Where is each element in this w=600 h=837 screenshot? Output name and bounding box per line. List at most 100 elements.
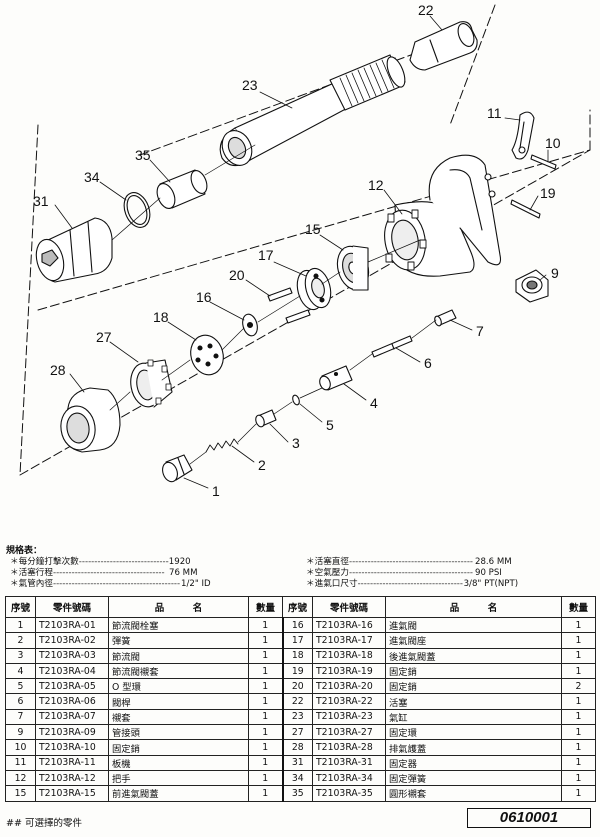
cell-part-number: T2103RA-06 [35, 693, 109, 710]
cell-qty: 1 [248, 678, 283, 695]
header-qty: 數量 [561, 596, 596, 618]
cell-part-name: 固定器 [385, 754, 562, 771]
callout-23: 23 [242, 77, 258, 93]
callout-31: 31 [33, 193, 49, 209]
cell-seq: 17 [281, 632, 313, 649]
cell-qty: 1 [561, 739, 596, 756]
cell-qty: 1 [561, 662, 596, 680]
spec-value: 90 PSI [474, 568, 502, 578]
cell-part-number: T2103RA-03 [35, 647, 109, 664]
cell-part-number: T2103RA-22 [312, 693, 386, 710]
cell-qty: 1 [561, 693, 596, 710]
cell-qty: 1 [248, 769, 283, 787]
callout-16: 16 [196, 289, 212, 305]
cell-seq: 18 [281, 647, 313, 664]
cell-seq: 15 [5, 785, 36, 802]
cell-part-name: O 型環 [108, 678, 249, 695]
cell-seq: 22 [281, 693, 313, 710]
callout-34: 34 [84, 169, 100, 185]
cell-part-number: T2103RA-09 [35, 724, 109, 741]
spec-blows-per-minute: ＊每分鐘打擊次數 ------------------------------1… [10, 557, 191, 567]
callout-11: 11 [487, 105, 502, 121]
callout-22: 22 [418, 2, 434, 18]
callout-9: 9 [551, 265, 559, 281]
cell-part-name: 固定環 [385, 724, 562, 741]
spec-label: ＊活塞直徑 [306, 557, 349, 567]
cell-part-number: T2103RA-18 [312, 647, 386, 664]
part-15-front-cap [336, 245, 370, 291]
cell-part-name: 管接頭 [108, 724, 249, 741]
cell-qty: 1 [561, 769, 596, 787]
part-6-valve-stem [371, 335, 413, 358]
part-23-cylinder [219, 54, 406, 167]
cell-qty: 1 [248, 739, 283, 756]
cell-part-name: 節流閥 [108, 647, 249, 664]
cell-part-name: 襯套 [108, 708, 249, 726]
cell-part-name: 前進氣閥蓋 [108, 785, 249, 802]
cell-part-name: 固定銷 [108, 739, 249, 756]
cell-part-number: T2103RA-07 [35, 708, 109, 726]
cell-seq: 28 [281, 739, 313, 756]
cell-qty: 1 [561, 616, 596, 634]
cell-qty: 2 [561, 678, 596, 695]
callout-28: 28 [50, 362, 66, 378]
callout-4: 4 [370, 395, 378, 411]
cell-part-number: T2103RA-01 [35, 616, 109, 634]
header-seq: 序號 [5, 596, 36, 618]
document-number: 0610001 [467, 808, 591, 828]
cell-seq: 3 [5, 647, 36, 664]
part-16-valve [242, 313, 258, 337]
specs-title: 規格表： [6, 546, 43, 556]
cell-seq: 11 [5, 754, 36, 771]
cell-seq: 34 [281, 769, 313, 787]
spec-label: ＊活塞行程 [10, 568, 53, 578]
header-part-name: 品 名 [108, 596, 249, 618]
axis-lines [109, 144, 437, 465]
part-22-piston [409, 21, 478, 71]
callout-15: 15 [305, 221, 321, 237]
spec-value: 28.6 MM [474, 557, 512, 567]
part-17-valve-seat [296, 267, 332, 311]
part-10-pin [530, 154, 557, 170]
callout-17: 17 [258, 247, 274, 263]
cell-seq: 23 [281, 708, 313, 726]
cell-seq: 19 [281, 662, 313, 680]
part-1-plug [162, 454, 193, 483]
cell-seq: 31 [281, 754, 313, 771]
cell-seq: 9 [5, 724, 36, 741]
cell-qty: 1 [248, 754, 283, 771]
cell-seq: 12 [5, 769, 36, 787]
part-12-handle [384, 154, 502, 277]
part-2-spring [205, 438, 239, 453]
cell-qty: 1 [248, 724, 283, 741]
callout-18: 18 [153, 309, 169, 325]
part-4-bushing [319, 365, 353, 391]
cell-part-number: T2103RA-20 [312, 678, 386, 695]
spec-label: ＊每分鐘打擊次數 [10, 557, 79, 567]
leader-lines [54, 15, 549, 489]
cell-part-name: 進氣閥 [385, 616, 562, 634]
spec-value: 3/8" PT(NPT) [463, 579, 519, 589]
cell-seq: 5 [5, 678, 36, 695]
callout-20: 20 [229, 267, 245, 283]
cell-part-number: T2103RA-19 [312, 662, 386, 680]
callout-5: 5 [326, 417, 334, 433]
exploded-view-drawing [19, 4, 591, 489]
header-qty: 數量 [248, 596, 283, 618]
callout-7: 7 [476, 323, 484, 339]
cell-part-name: 活塞 [385, 693, 562, 710]
spec-value: 76 MM [168, 568, 198, 578]
part-31-retainer [35, 217, 113, 283]
cell-part-name: 固定彈簧 [385, 769, 562, 787]
cell-part-name: 後進氣閥蓋 [385, 647, 562, 664]
cell-seq: 35 [281, 785, 313, 802]
cell-part-name: 把手 [108, 769, 249, 787]
